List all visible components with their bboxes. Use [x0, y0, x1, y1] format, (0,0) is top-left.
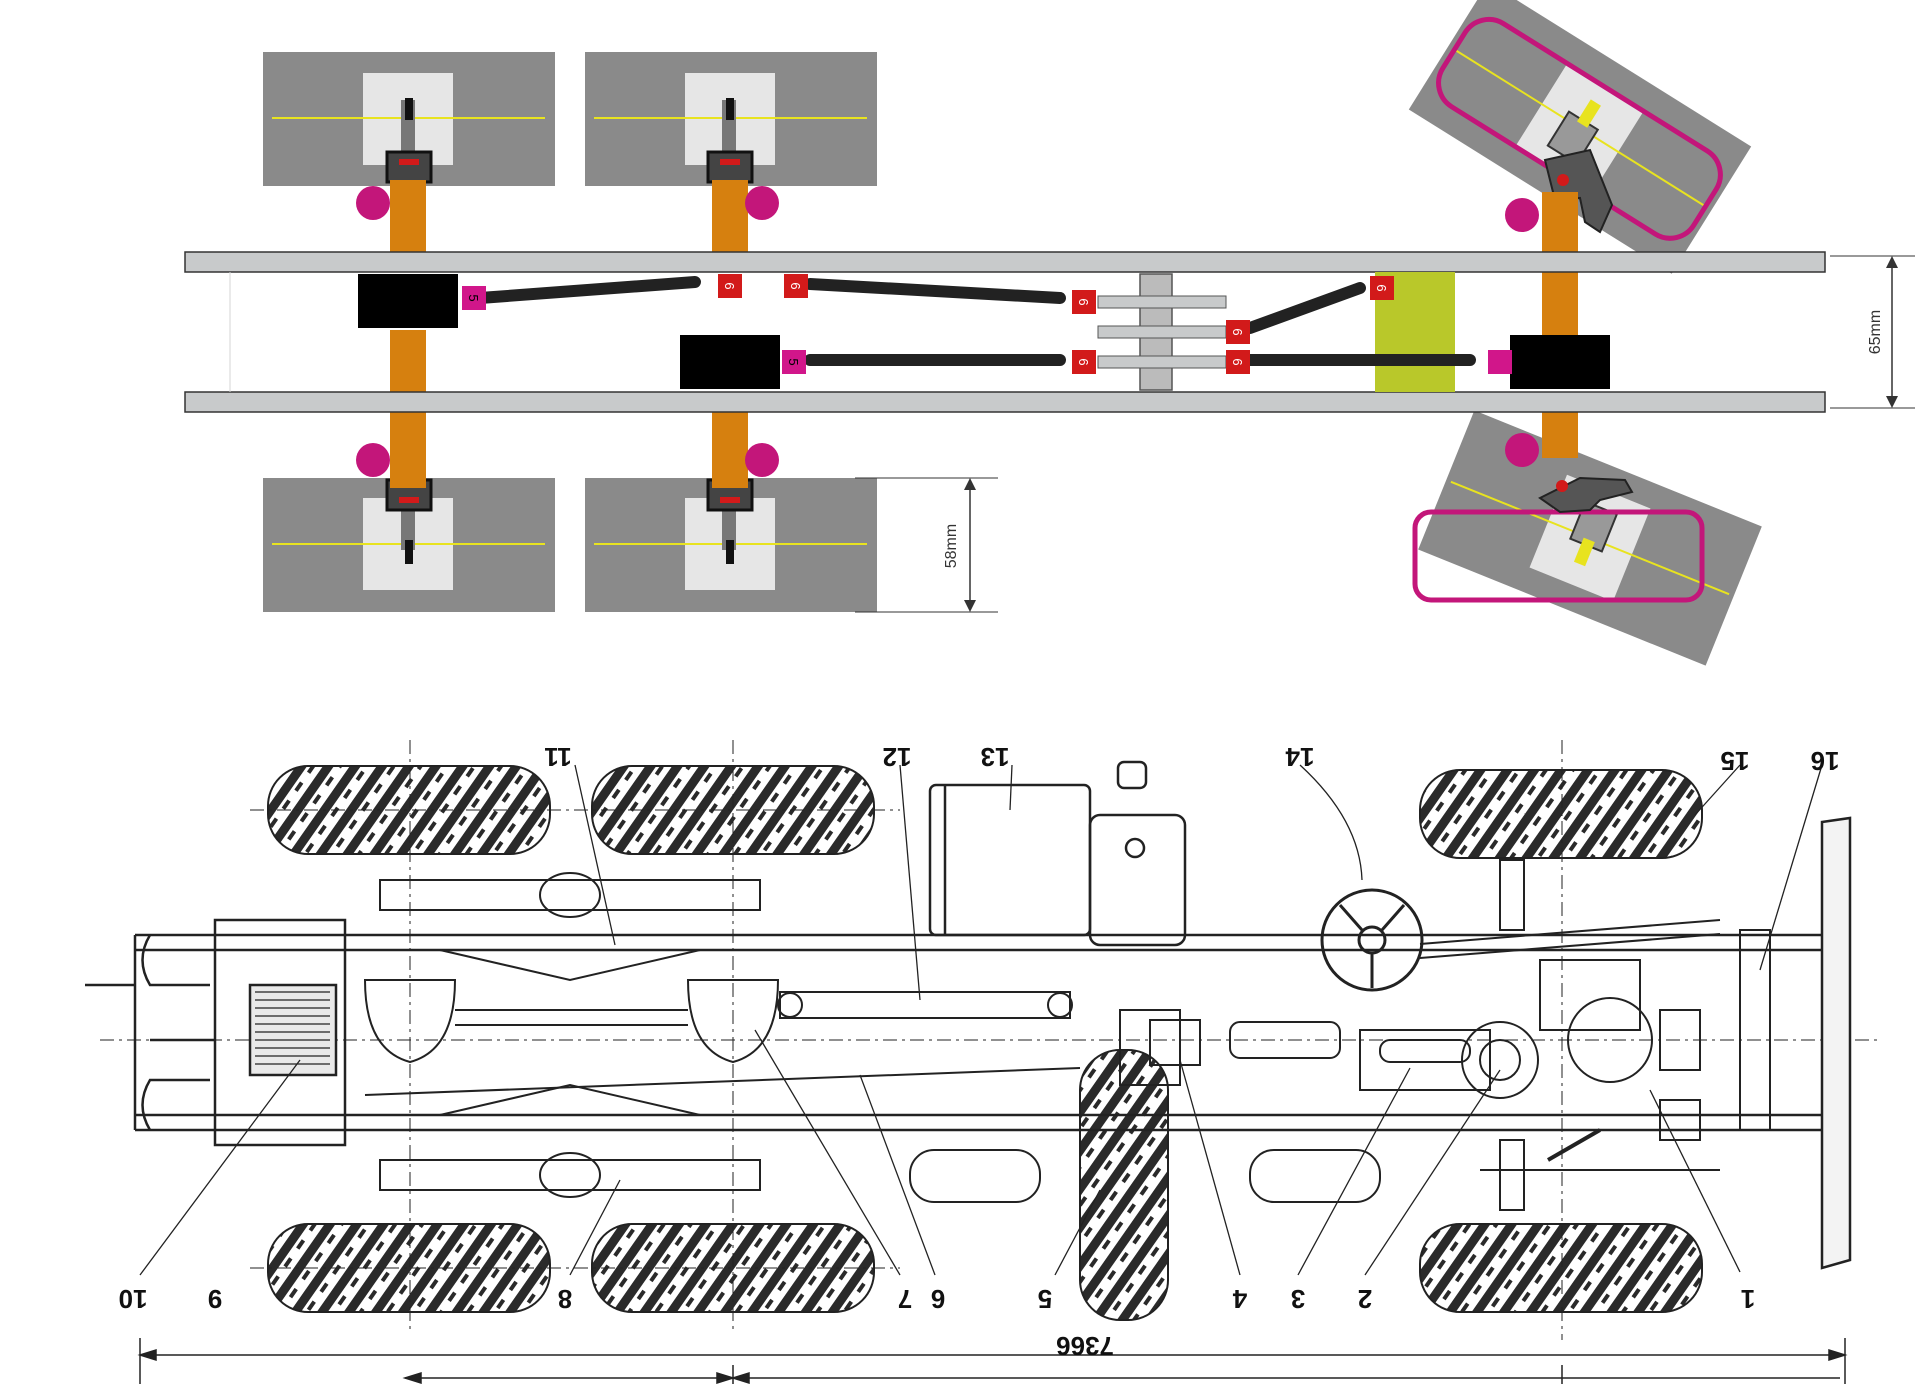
svg-text:6: 6: [1230, 328, 1245, 335]
pin-red-5: 6: [1226, 320, 1250, 344]
pin-small-front: [1488, 350, 1512, 374]
svg-text:6: 6: [1374, 284, 1389, 291]
axle-shafts: [390, 180, 1578, 488]
svg-text:58mm: 58mm: [943, 524, 960, 568]
engine-gearbox: [1119, 929, 1771, 1141]
rear-bogie: [363, 872, 1081, 1198]
pin-red-3: 6: [1072, 290, 1096, 314]
diff-housing-rear-1: [358, 274, 458, 328]
callout-2: 2: [1358, 1284, 1372, 1314]
svg-text:65mm: 65mm: [1867, 310, 1884, 354]
suspension-points: [356, 186, 1539, 477]
dimension-wheel-width: 58mm: [855, 477, 998, 613]
svg-text:6: 6: [1076, 358, 1091, 365]
air-tanks: [909, 1149, 1381, 1203]
diff-housing-front: [1510, 335, 1610, 389]
callout-9: 9: [208, 1284, 222, 1314]
tires: [267, 765, 1703, 1321]
pin-red-2: 6: [784, 274, 808, 298]
callout-leaders: [139, 764, 1823, 1276]
fuel-tank: [928, 760, 1187, 947]
rc-chassis-schematic: 5 5 6 6 6 6 6 6: [184, 0, 1915, 666]
wheel-rear-2-upper: [585, 52, 877, 186]
wheel-rear-1-upper: [263, 52, 555, 186]
frame-rail-upper: [184, 251, 1826, 273]
overall-length-label: 7366: [1056, 1331, 1114, 1361]
wheel-front-lower: [1418, 410, 1762, 666]
axle-centerlines: [100, 740, 1880, 1340]
truck-technical-drawing: 1 2 3 4 5 6 7 8 9 10 11 12 13 14 15 16 7…: [85, 740, 1880, 1384]
svg-text:5: 5: [786, 358, 801, 365]
svg-text:6: 6: [788, 282, 803, 289]
front-bumper: [1820, 816, 1852, 1270]
pin-small-rear-1: 5: [462, 286, 486, 310]
callout-15: 15: [1721, 746, 1750, 776]
dimension-frame-width: 65mm: [1830, 255, 1915, 409]
transfer-case: [1097, 273, 1227, 391]
callout-14: 14: [1285, 742, 1314, 772]
callout-11: 11: [544, 742, 572, 772]
wheel-front-upper: [1408, 0, 1752, 274]
svg-text:6: 6: [1076, 298, 1091, 305]
callout-7: 7: [898, 1284, 912, 1314]
callout-16: 16: [1811, 746, 1840, 776]
callout-5: 5: [1038, 1284, 1052, 1314]
svg-text:6: 6: [722, 282, 737, 289]
callout-12: 12: [883, 742, 912, 772]
pin-red-6: 6: [1226, 350, 1250, 374]
callout-1: 1: [1741, 1284, 1755, 1314]
pin-small-rear-2: 5: [782, 350, 806, 374]
wheel-rear-2-lower: [585, 478, 877, 612]
frame-rail-lower: [184, 391, 1826, 413]
diff-housing-rear-2: [680, 335, 780, 389]
front-axle-linkage: [1419, 859, 1721, 1211]
pin-red-1: 6: [718, 274, 742, 298]
callout-8: 8: [558, 1284, 572, 1314]
svg-text:6: 6: [1230, 358, 1245, 365]
callout-numbers: 1 2 3 4 5 6 7 8 9 10 11 12 13 14 15 16: [119, 742, 1840, 1314]
callout-3: 3: [1291, 1284, 1305, 1314]
propeller-shaft: [777, 991, 1073, 1019]
overall-length-dimension: [137, 1338, 1848, 1384]
driveshafts: [474, 276, 1476, 366]
callout-6: 6: [931, 1284, 945, 1314]
callout-13: 13: [981, 742, 1010, 772]
callout-10: 10: [119, 1284, 148, 1314]
wheel-rear-1-lower: [263, 478, 555, 612]
svg-text:5: 5: [466, 294, 481, 301]
pin-red-7: 6: [1370, 276, 1394, 300]
steering-wheel: [1320, 888, 1424, 992]
callout-4: 4: [1232, 1284, 1247, 1314]
pin-red-4: 6: [1072, 350, 1096, 374]
